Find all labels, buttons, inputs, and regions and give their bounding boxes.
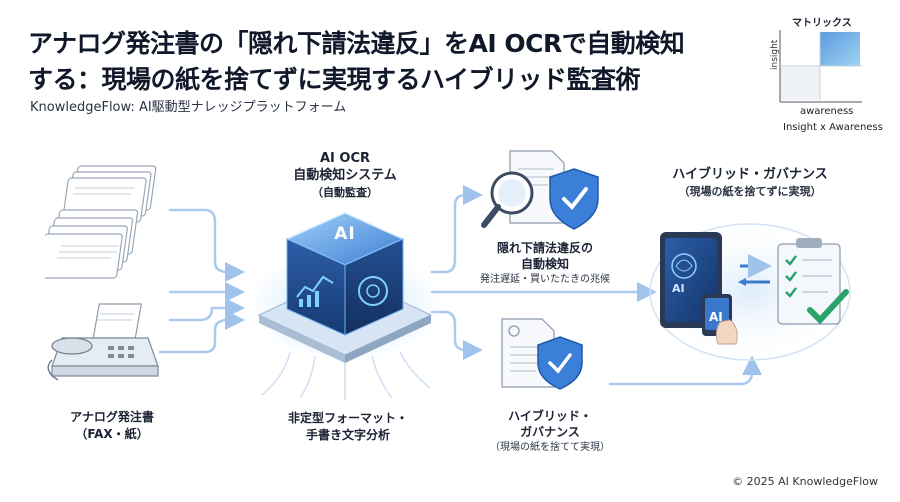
paper-stack-icon (45, 165, 157, 279)
arrow-hybrid-to-governance (608, 355, 762, 386)
hybrid-bottom-line-1: ハイブリッド・ (508, 409, 592, 423)
detect-line-2: 自動検知 (520, 257, 569, 271)
governance-illustration (645, 220, 855, 364)
matrix-title: マトリックス (792, 18, 852, 29)
tablet-label: AI (672, 282, 685, 295)
hybrid-bottom-caption: ハイブリッド・ ガバナンス （現場の紙を捨てて実現） (470, 408, 630, 456)
hybrid-bottom-sub: （現場の紙を捨てて実現） (490, 442, 610, 453)
matrix-x-label: awareness (800, 106, 854, 117)
document-search-shield-icon (481, 150, 599, 230)
phone-label: AI (709, 310, 723, 324)
fax-machine-icon (47, 303, 159, 381)
matrix-caption: Insight x Awareness (783, 122, 883, 133)
arrow-fax-to-ai (168, 298, 245, 322)
ai-title-line-3: （自動監査） (312, 186, 378, 199)
arrow-ai-to-hybrid (430, 310, 483, 360)
ai-title-line-1: AI OCR (319, 151, 371, 166)
arrow-paper-to-ai (168, 208, 245, 282)
governance-sub: （現場の紙を捨てずに実現） (678, 185, 822, 198)
input-caption: アナログ発注書 （FAX・紙） (52, 408, 172, 442)
detect-sub: 発注遅延・買いたたきの兆候 (480, 274, 610, 285)
page-title-line-2: する：現場の紙を捨てずに実現するハイブリッド監査術 (28, 65, 641, 94)
page-subtitle: KnowledgeFlow: AI駆動型ナレッジプラットフォーム (30, 100, 347, 115)
governance-caption: ハイブリッド・ガバナンス （現場の紙を捨てずに実現） (640, 166, 860, 200)
input-caption-line-1: アナログ発注書 (70, 410, 154, 424)
ai-system-title: AI OCR 自動検知システム （自動監査） (255, 150, 435, 201)
page-title-line-1: アナログ発注書の「隠れ下請法違反」をAI OCRで自動検知 (28, 29, 685, 58)
ai-title-line-2: 自動検知システム (293, 168, 397, 183)
detect-line-1: 隠れ下請法違反の (496, 241, 593, 255)
arrow-ai-to-detect (430, 185, 483, 274)
document-shield-icon (501, 318, 583, 390)
hybrid-bottom-line-2: ガバナンス (520, 425, 580, 439)
arrow-fax-to-ai-2 (158, 310, 245, 354)
ai-bottom-line-2: 手書き文字分析 (305, 428, 390, 442)
governance-title: ハイブリッド・ガバナンス (672, 167, 828, 182)
ai-bottom-caption: 非定型フォーマット・ 手書き文字分析 (258, 410, 438, 444)
input-caption-line-2: （FAX・紙） (75, 427, 149, 441)
ai-bottom-line-1: 非定型フォーマット・ (287, 411, 408, 425)
matrix-highlight-quadrant (820, 32, 860, 66)
copyright: © 2025 AI KnowledgeFlow (732, 475, 878, 488)
ai-chip-label: AI (334, 224, 356, 244)
detect-caption: 隠れ下請法違反の 自動検知 発注遅延・買いたたきの兆候 (470, 240, 620, 288)
matrix-quadrant (780, 66, 820, 100)
matrix-grid (779, 30, 862, 103)
ai-chip-cube (249, 212, 441, 363)
